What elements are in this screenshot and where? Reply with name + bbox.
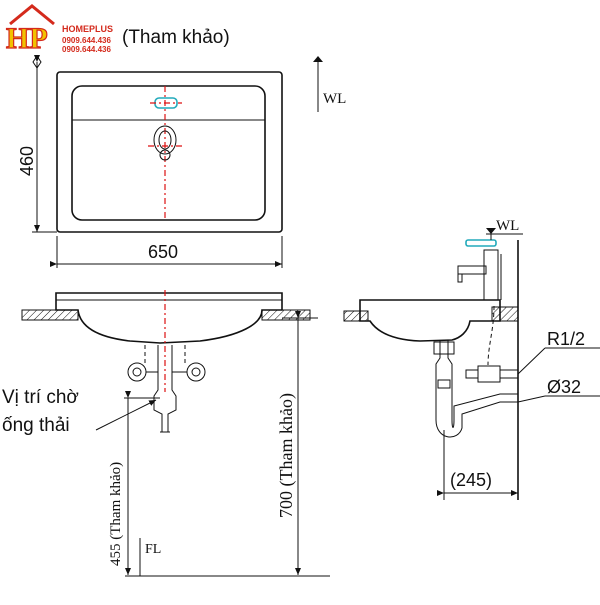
- logo-phone-2: 0909.644.436: [62, 45, 111, 54]
- top-note-text: (Tham khảo): [122, 27, 230, 48]
- front-basin-outline: [55, 292, 283, 344]
- side-faucet-lever-icon: [465, 239, 497, 247]
- basin-bowl-outline: [71, 85, 266, 221]
- basin-outer-outline: [56, 71, 283, 233]
- side-wl-label: WL: [496, 218, 519, 234]
- front-left-valve-icon: [127, 362, 158, 382]
- height-label: 700 (Tham khảo): [276, 393, 297, 518]
- width-label: 650: [148, 242, 178, 262]
- outlet-label: Ø32: [547, 377, 581, 397]
- front-supply-dashed: [144, 345, 186, 365]
- logo-company-text: HOMEPLUS: [62, 24, 113, 34]
- depth-label: 460: [17, 146, 37, 176]
- logo-brand-text: HP: [6, 22, 48, 55]
- front-view: Vị trí chờ ống thải 700 (Tham khảo) 455 …: [2, 290, 330, 577]
- top-wl-arrow-icon: [313, 56, 323, 62]
- side-supply-dashed: [487, 305, 495, 366]
- fl-label: FL: [145, 542, 161, 557]
- side-faucet-icon: [457, 249, 499, 301]
- house-roof-icon: [9, 4, 55, 26]
- side-inlet-valve-icon: [465, 365, 518, 383]
- top-wl-label: WL: [323, 91, 346, 107]
- drain-top-icon: [159, 149, 171, 161]
- side-drain-nut: [437, 379, 451, 389]
- front-right-valve-core: [191, 367, 201, 377]
- front-counter-right: [261, 309, 311, 321]
- faucet-inner-icon: [158, 130, 172, 150]
- offset-label: (245): [450, 470, 492, 490]
- outlet-leader: [517, 395, 546, 403]
- inlet-leader: [517, 347, 546, 375]
- side-wl-arrow-icon: [486, 228, 496, 234]
- front-left-valve-core: [132, 367, 142, 377]
- side-counter: [343, 310, 369, 322]
- side-drain-fitting: [433, 341, 455, 355]
- side-view: WL R1/2 Ø32 (245): [343, 218, 600, 500]
- side-drain-trap: [435, 340, 518, 438]
- brand-logo: HP HOMEPLUS 0909.644.436 0909.644.436: [5, 4, 113, 56]
- front-counter-left: [21, 309, 79, 321]
- drain-label-line2: ống thải: [2, 415, 70, 436]
- drain-label-leader: [95, 399, 157, 431]
- front-right-valve-icon: [172, 362, 206, 382]
- side-wall-top: [491, 306, 519, 322]
- side-basin-outline: [359, 299, 501, 342]
- inlet-label: R1/2: [547, 329, 585, 349]
- drain-height-label: 455 (Tham khảo): [108, 462, 124, 566]
- logo-phone-1: 0909.644.436: [62, 36, 111, 45]
- top-view: 650 460 WL: [17, 55, 346, 268]
- drain-label-line1: Vị trí chờ: [2, 387, 79, 408]
- faucet-base-icon: [153, 125, 177, 155]
- depth-dim-top-marker: [32, 55, 42, 69]
